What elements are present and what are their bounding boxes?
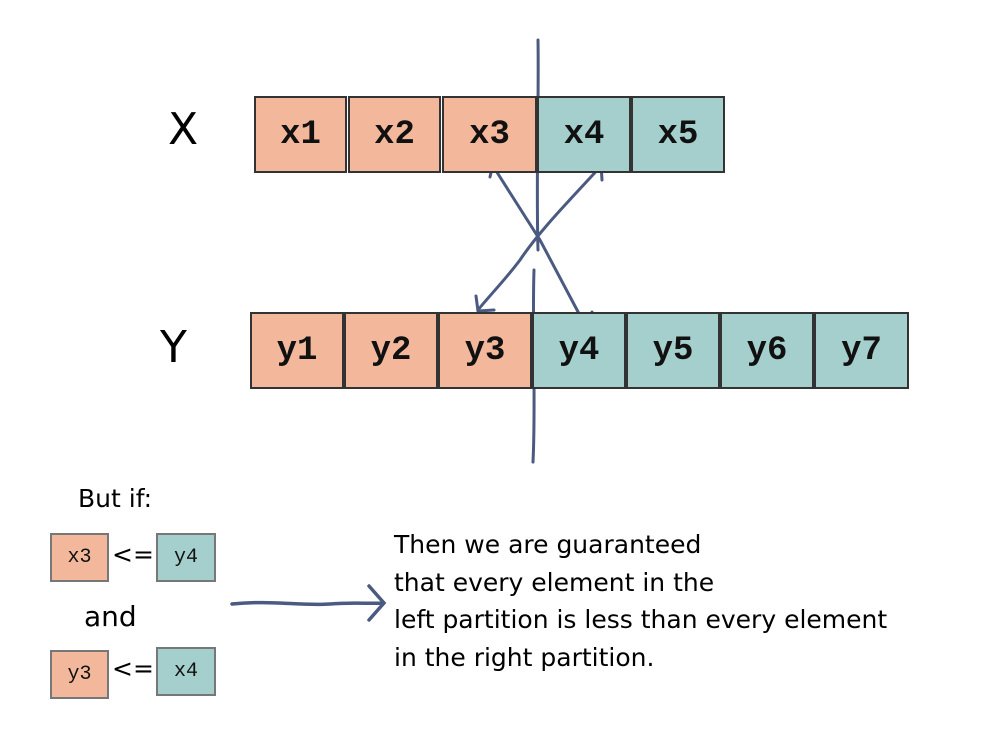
array-y-cell: y5	[626, 312, 720, 389]
array-y-label: Y	[160, 322, 187, 373]
array-y-cell: y1	[250, 312, 344, 389]
array-x-cell: x4	[537, 96, 631, 173]
condition-2-left: y3	[50, 650, 109, 699]
conclusion-line: that every element in the	[394, 567, 715, 597]
arrow-x4-y3	[476, 164, 603, 312]
arrowhead-y3	[474, 294, 496, 313]
condition-2-operator: <=	[112, 654, 154, 683]
array-x-cell: x5	[631, 96, 725, 173]
array-y-cell: y3	[438, 312, 532, 389]
condition-2-right: x4	[156, 647, 216, 696]
condition-conjunction: and	[84, 600, 137, 633]
implication-arrowhead	[367, 584, 387, 622]
conclusion-text: Then we are guaranteed that every elemen…	[394, 526, 887, 676]
array-x-cell: x3	[442, 96, 537, 173]
condition-intro: But if:	[78, 484, 153, 513]
conclusion-line: Then we are guaranteed	[394, 530, 702, 559]
array-x-cell: x2	[348, 96, 441, 173]
conclusion-line: left partition is less than every elemen…	[394, 605, 888, 634]
arrow-x3-y4	[491, 164, 587, 327]
condition-1-operator: <=	[112, 540, 154, 569]
array-x-label: X	[168, 104, 199, 155]
array-y-cell: y4	[532, 312, 626, 389]
conclusion-line: in the right partition.	[394, 642, 655, 672]
implication-arrow	[230, 600, 385, 607]
array-y-cell: y7	[814, 312, 909, 389]
array-y-cell: y6	[720, 312, 814, 389]
condition-1-right: y4	[156, 533, 216, 582]
array-x-cell: x1	[254, 96, 347, 173]
condition-1-left: x3	[50, 533, 109, 582]
array-y-cell: y2	[344, 312, 438, 389]
